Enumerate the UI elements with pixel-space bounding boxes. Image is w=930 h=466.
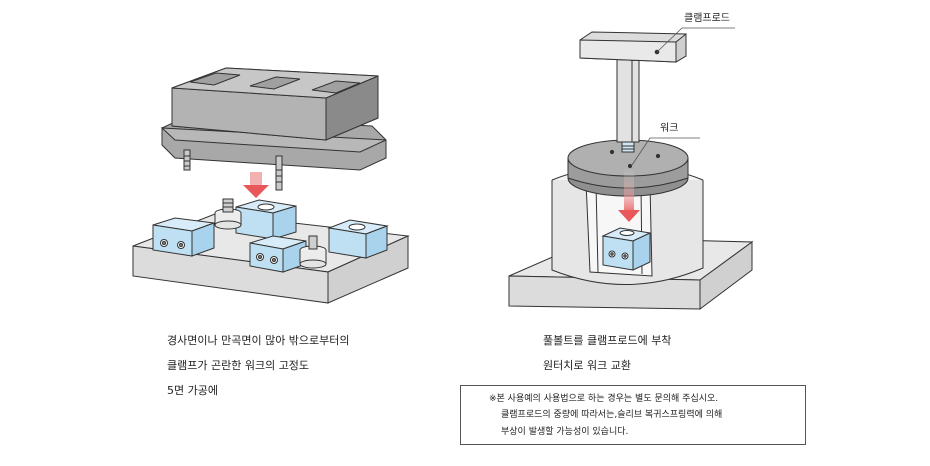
- pull-stud: [214, 198, 242, 230]
- left-caption-line2: 클램프가 곤란한 워크의 고정도: [167, 359, 310, 372]
- note-line3: 부상이 발생할 가능성이 있습니다.: [501, 427, 629, 437]
- clamp-block: [249, 235, 307, 273]
- left-scene: [132, 67, 410, 304]
- left-caption-line1: 경사면이나 만곡면이 많아 밖으로부터의: [167, 334, 350, 347]
- note-line1: ※본 사용예의 사용법으로 하는 경우는 별도 문의해 주십시오.: [489, 394, 719, 404]
- left-caption-line3: 5면 가공에: [167, 384, 218, 397]
- left-clamp-blocks: [152, 198, 389, 273]
- callout-clamp-rod: 클램프로드: [684, 13, 730, 24]
- callout-work: 워크: [660, 123, 679, 134]
- workpiece-studs: [183, 149, 283, 191]
- callout-leaders: [631, 27, 735, 166]
- clamp-block: [152, 217, 215, 257]
- clamp-block: [327, 219, 389, 259]
- right-clamp-block: [601, 227, 652, 271]
- note-line2: 클램프로드의 중량에 따라서는,슬리브 복귀스프링력에 의해: [501, 410, 723, 420]
- clamp-block: [235, 199, 297, 240]
- right-down-arrow: [618, 168, 640, 222]
- left-workpiece: [160, 67, 387, 191]
- pull-stud: [299, 235, 327, 269]
- right-scene: [508, 27, 754, 310]
- left-down-arrow: [243, 172, 269, 198]
- note-box: ※본 사용예의 사용법으로 하는 경우는 별도 문의해 주십시오. 클램프로드의…: [460, 385, 806, 445]
- right-caption-line2: 원터치로 워크 교환: [543, 359, 631, 372]
- right-caption-line1: 풀볼트를 클램프로드에 부착: [543, 334, 672, 347]
- clamp-rod: [579, 31, 687, 153]
